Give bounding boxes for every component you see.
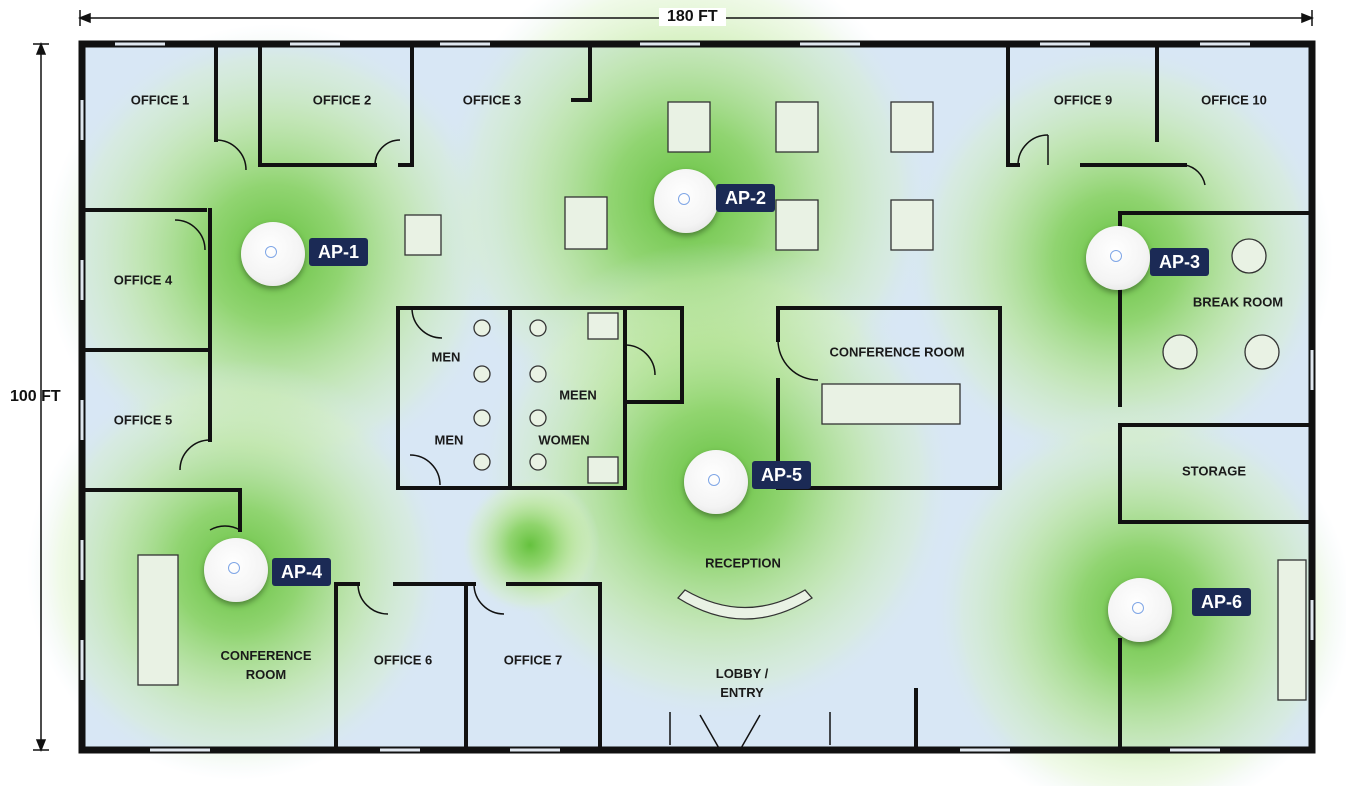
room-label-office-3: OFFICE 3 <box>462 92 522 108</box>
width-dimension-label: 180 FT <box>659 8 726 26</box>
room-label-office-5: OFFICE 5 <box>113 412 173 428</box>
room-label-men-1: MEN <box>431 349 461 365</box>
access-point-icon <box>1108 578 1172 642</box>
access-point-icon <box>204 538 268 602</box>
dimension-height-line <box>33 41 49 753</box>
room-label-office-10: OFFICE 10 <box>1201 92 1267 108</box>
room-label-lobby-entry: LOBBY / ENTRY <box>715 666 769 700</box>
room-label-reception: RECEPTION <box>705 555 781 571</box>
height-dimension-label: 100 FT <box>10 388 61 405</box>
windows <box>80 42 1314 752</box>
furniture <box>137 101 1307 701</box>
room-label-conference-room-center: CONFERENCE ROOM <box>829 344 965 360</box>
room-label-office-1: OFFICE 1 <box>130 92 190 108</box>
room-label-office-2: OFFICE 2 <box>312 92 372 108</box>
ap-label: AP-6 <box>1192 588 1252 616</box>
ap-label: AP-1 <box>309 238 369 266</box>
room-label-break-room: BREAK ROOM <box>1192 294 1284 310</box>
room-label-men-3: MEN <box>434 432 464 448</box>
room-label-storage: STORAGE <box>1181 463 1247 479</box>
room-label-women: WOMEN <box>538 432 590 448</box>
room-label-conference-room-left: CONFERENCE ROOM <box>220 648 312 682</box>
ap-label: AP-5 <box>752 461 812 489</box>
ap-label: AP-3 <box>1150 248 1210 276</box>
access-point-icon <box>1086 226 1150 290</box>
room-label-office-7: OFFICE 7 <box>503 652 563 668</box>
ap-label: AP-4 <box>272 558 332 586</box>
room-label-office-9: OFFICE 9 <box>1053 92 1113 108</box>
access-point-icon <box>654 169 718 233</box>
access-point-icon <box>684 450 748 514</box>
room-label-office-6: OFFICE 6 <box>373 652 433 668</box>
room-label-men-2: MEEN <box>559 387 597 403</box>
ap-label: AP-2 <box>716 184 776 212</box>
access-point-icon <box>241 222 305 286</box>
coverage-lobby-blob <box>460 475 600 615</box>
room-label-office-4: OFFICE 4 <box>113 272 173 288</box>
door-swings <box>174 134 1206 751</box>
